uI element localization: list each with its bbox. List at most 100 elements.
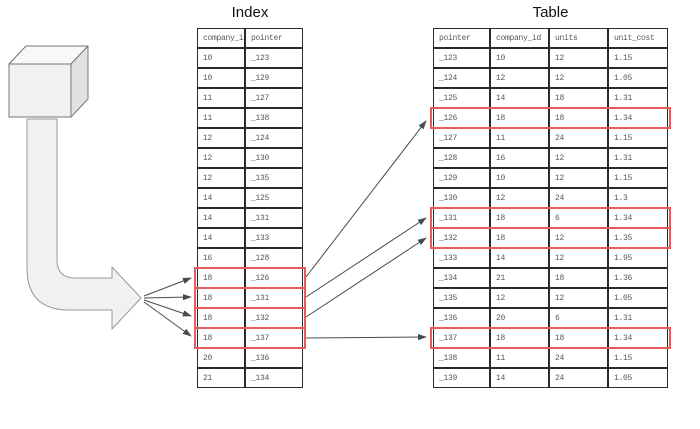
cell: _133 [245, 228, 303, 248]
cell: 21 [490, 268, 549, 288]
cell: _135 [433, 288, 490, 308]
cell: 11 [490, 128, 549, 148]
cell: 11 [490, 348, 549, 368]
cell: 12 [549, 228, 608, 248]
cell: 1.31 [608, 88, 668, 108]
cell: _126 [245, 268, 303, 288]
cell: 12 [549, 48, 608, 68]
cell: 18 [197, 308, 245, 328]
index-table-title: Index [231, 4, 269, 21]
cell: _138 [433, 348, 490, 368]
user-cube-label: USER [27, 86, 53, 95]
table-row: 14_125 [197, 188, 303, 208]
cell: _132 [433, 228, 490, 248]
cell: _125 [245, 188, 303, 208]
cell: 1.15 [608, 128, 668, 148]
table-row: 18_131 [194, 287, 306, 309]
table-row: 10_123 [197, 48, 303, 68]
cell: 12 [549, 288, 608, 308]
table-row: 12_124 [197, 128, 303, 148]
cell: 16 [197, 248, 245, 268]
cell: 12 [197, 168, 245, 188]
cell: 18 [549, 328, 608, 348]
cell: _134 [245, 368, 303, 388]
cell: 11 [197, 108, 245, 128]
cell: _131 [245, 208, 303, 228]
cell: 20 [197, 348, 245, 368]
cell: 12 [197, 148, 245, 168]
table-row: 12_130 [197, 148, 303, 168]
column-header: unit_cost [608, 28, 668, 48]
cell: 12 [197, 128, 245, 148]
cell: _127 [433, 128, 490, 148]
cell: _136 [245, 348, 303, 368]
cell: 21 [197, 368, 245, 388]
cell: _138 [245, 108, 303, 128]
cell: 18 [549, 108, 608, 128]
cell: 18 [549, 268, 608, 288]
column-header: units [549, 28, 608, 48]
cell: _123 [433, 48, 490, 68]
cell: _128 [245, 248, 303, 268]
cell: 14 [197, 208, 245, 228]
cell: 18 [197, 268, 245, 288]
cell: 1.34 [608, 208, 668, 228]
cell: 1.31 [608, 308, 668, 328]
cell: 16 [490, 148, 549, 168]
table-row: 16_128 [197, 248, 303, 268]
cell: 6 [549, 208, 608, 228]
cell: _127 [245, 88, 303, 108]
cell: 12 [490, 188, 549, 208]
cell: 1.15 [608, 48, 668, 68]
cell: 1.31 [608, 148, 668, 168]
cell: 18 [490, 108, 549, 128]
cell: 12 [490, 288, 549, 308]
cell: 24 [549, 128, 608, 148]
cell: 12 [490, 68, 549, 88]
cell: 10 [197, 68, 245, 88]
cell: 12 [549, 68, 608, 88]
cell: _123 [245, 48, 303, 68]
index-arrow-137 [305, 333, 427, 341]
cell: 12 [549, 168, 608, 188]
table-row: 18_137 [194, 327, 306, 349]
cell: _134 [433, 268, 490, 288]
cell: 1.36 [608, 268, 668, 288]
cell: 24 [549, 348, 608, 368]
cell: _131 [433, 208, 490, 228]
cell: _125 [433, 88, 490, 108]
cell: 18 [197, 328, 245, 348]
query-arrow-to-126 [143, 277, 192, 297]
cell: 1.05 [608, 68, 668, 88]
table-row: 14_133 [197, 228, 303, 248]
cell: 18 [549, 88, 608, 108]
column-header: company_id [197, 28, 245, 48]
column-header: pointer [245, 28, 303, 48]
table-row: 14_131 [197, 208, 303, 228]
query-arrow-to-137 [143, 301, 192, 337]
column-header: pointer [433, 28, 490, 48]
table-row: 20_136 [197, 348, 303, 368]
cell: 1.05 [608, 288, 668, 308]
cell: 18 [490, 228, 549, 248]
cell: 18 [490, 328, 549, 348]
query-to-index-arrows [143, 277, 192, 337]
cell: 20 [490, 308, 549, 328]
cell: 1.05 [608, 368, 668, 388]
table-row: 10_129 [197, 68, 303, 88]
cell: 12 [549, 248, 608, 268]
cell: _126 [433, 108, 490, 128]
